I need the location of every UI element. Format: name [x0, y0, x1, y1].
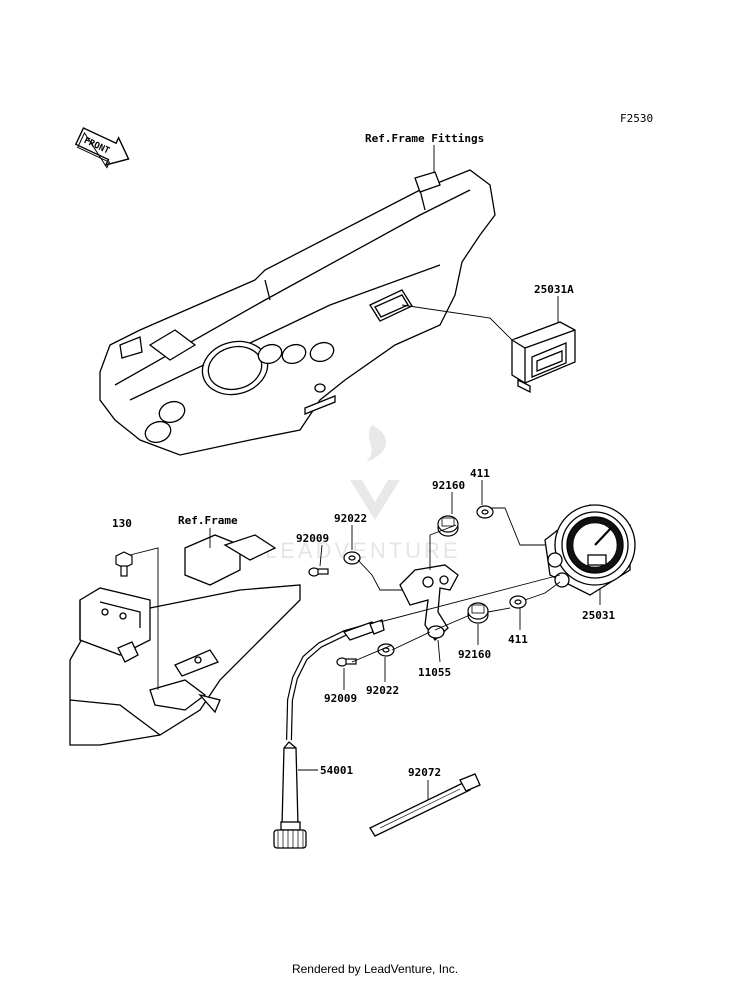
bracket-11055 — [399, 564, 459, 641]
label-ref-frame-fittings: Ref.Frame Fittings — [365, 132, 484, 145]
label-11055: 11055 — [418, 666, 451, 679]
front-arrow-icon: FRONT — [74, 127, 130, 169]
watermark-text: LEADVENTURE — [265, 538, 461, 563]
label-92009-top: 92009 — [296, 532, 329, 545]
leader-lines — [209, 145, 601, 800]
label-411-top: 411 — [470, 467, 490, 480]
leader-130 — [129, 547, 159, 690]
washer-411-top — [476, 505, 494, 519]
label-ref-frame: Ref.Frame — [178, 514, 238, 527]
label-92022-top: 92022 — [334, 512, 367, 525]
label-411-bottom: 411 — [508, 633, 528, 646]
label-92072: 92072 — [408, 766, 441, 779]
label-92160-bottom: 92160 — [458, 648, 491, 661]
label-92009-bottom: 92009 — [324, 692, 357, 705]
figure-code: F2530 — [620, 112, 653, 125]
speedometer-25031 — [544, 504, 636, 596]
label-92160-top: 92160 — [432, 479, 465, 492]
leader-25031A-slot — [401, 304, 513, 341]
frame-illustration — [69, 534, 301, 746]
washer-92022-bottom — [377, 643, 395, 657]
cable-tie-92072 — [369, 773, 481, 837]
screw-92009-top — [308, 567, 329, 577]
indicator-module-25031A — [511, 321, 576, 394]
label-25031: 25031 — [582, 609, 615, 622]
label-130: 130 — [112, 517, 132, 530]
grommet-92160-bottom — [467, 602, 489, 624]
screw-92009-bottom — [336, 657, 357, 667]
label-54001: 54001 — [320, 764, 353, 777]
grommet-92160-top — [437, 515, 459, 537]
label-92022-bottom: 92022 — [366, 684, 399, 697]
washer-411-bottom — [509, 595, 527, 609]
speedometer-cable-54001 — [273, 619, 385, 849]
footer-credit: Rendered by LeadVenture, Inc. — [291, 962, 459, 976]
instrument-panel-illustration — [99, 169, 496, 456]
washer-92022-top — [343, 551, 361, 565]
bolt-130 — [115, 551, 133, 577]
watermark-logo: LEADVENTURE — [265, 425, 461, 563]
label-25031A: 25031A — [534, 283, 574, 296]
